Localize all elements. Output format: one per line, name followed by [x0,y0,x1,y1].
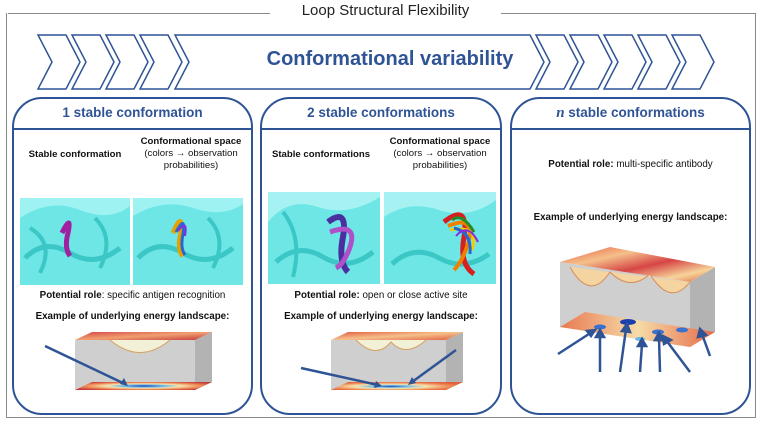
panel-title: n stable conformations [512,105,749,122]
protein-structure-image [268,192,380,284]
chevron-right-5 [670,34,715,90]
role-text: open or close active site [359,290,468,301]
landscape-label: Example of underlying energy landscape: [35,311,230,322]
role-text: : specific antigen recognition [101,290,226,301]
panel-title: 2 stable conformations [307,105,455,120]
chevron-left-1 [36,34,81,90]
variable-n: n [556,105,565,121]
conformational-space-image [133,198,243,285]
panel-header: 1 stable conformation [14,99,251,130]
chevron-right-2 [568,34,613,90]
figure-title: Loop Structural Flexibility [270,2,501,19]
chevron-right-3 [602,34,647,90]
conformational-space-image [384,192,496,284]
figure-frame [6,13,756,418]
chevron-right-1 [534,34,579,90]
chevron-right-4 [636,34,681,90]
chevron-left-4 [138,34,183,90]
landscape-label: Example of underlying energy landscape: [533,212,728,223]
chevron-left-2 [70,34,115,90]
col2-title: Conformational space [140,136,242,147]
role-label: Potential role [39,290,102,301]
col2-subtitle: (colors → observation probabilities) [144,148,238,171]
role-label: Potential role: [294,290,360,301]
energy-landscape-2 [300,332,463,390]
chevron-left-3 [104,34,149,90]
banner-chevrons [36,34,715,90]
panel-title-text: stable conformations [564,105,705,120]
panel-title: 1 stable conformation [62,105,203,120]
panel-n-conformations: n stable conformations Potential role: m… [510,97,751,415]
role-text: multi-specific antibody [613,159,713,170]
energy-landscape-n [557,247,715,373]
banner-title: Conformational variability [266,48,514,70]
protein-structure-image [20,198,130,285]
landscape-label: Example of underlying energy landscape: [284,311,478,322]
panel-header: n stable conformations [512,99,749,130]
col1-label: Stable conformation [28,149,122,160]
col2-title: Conformational space [389,136,491,147]
panel-header: 2 stable conformations [262,99,500,130]
col1-label: Stable conformations [271,149,371,160]
role-label: Potential role: [548,159,614,170]
col2-subtitle: (colors → observation probabilities) [393,148,487,171]
banner-arrow [173,34,545,90]
energy-landscape-1 [44,332,212,390]
